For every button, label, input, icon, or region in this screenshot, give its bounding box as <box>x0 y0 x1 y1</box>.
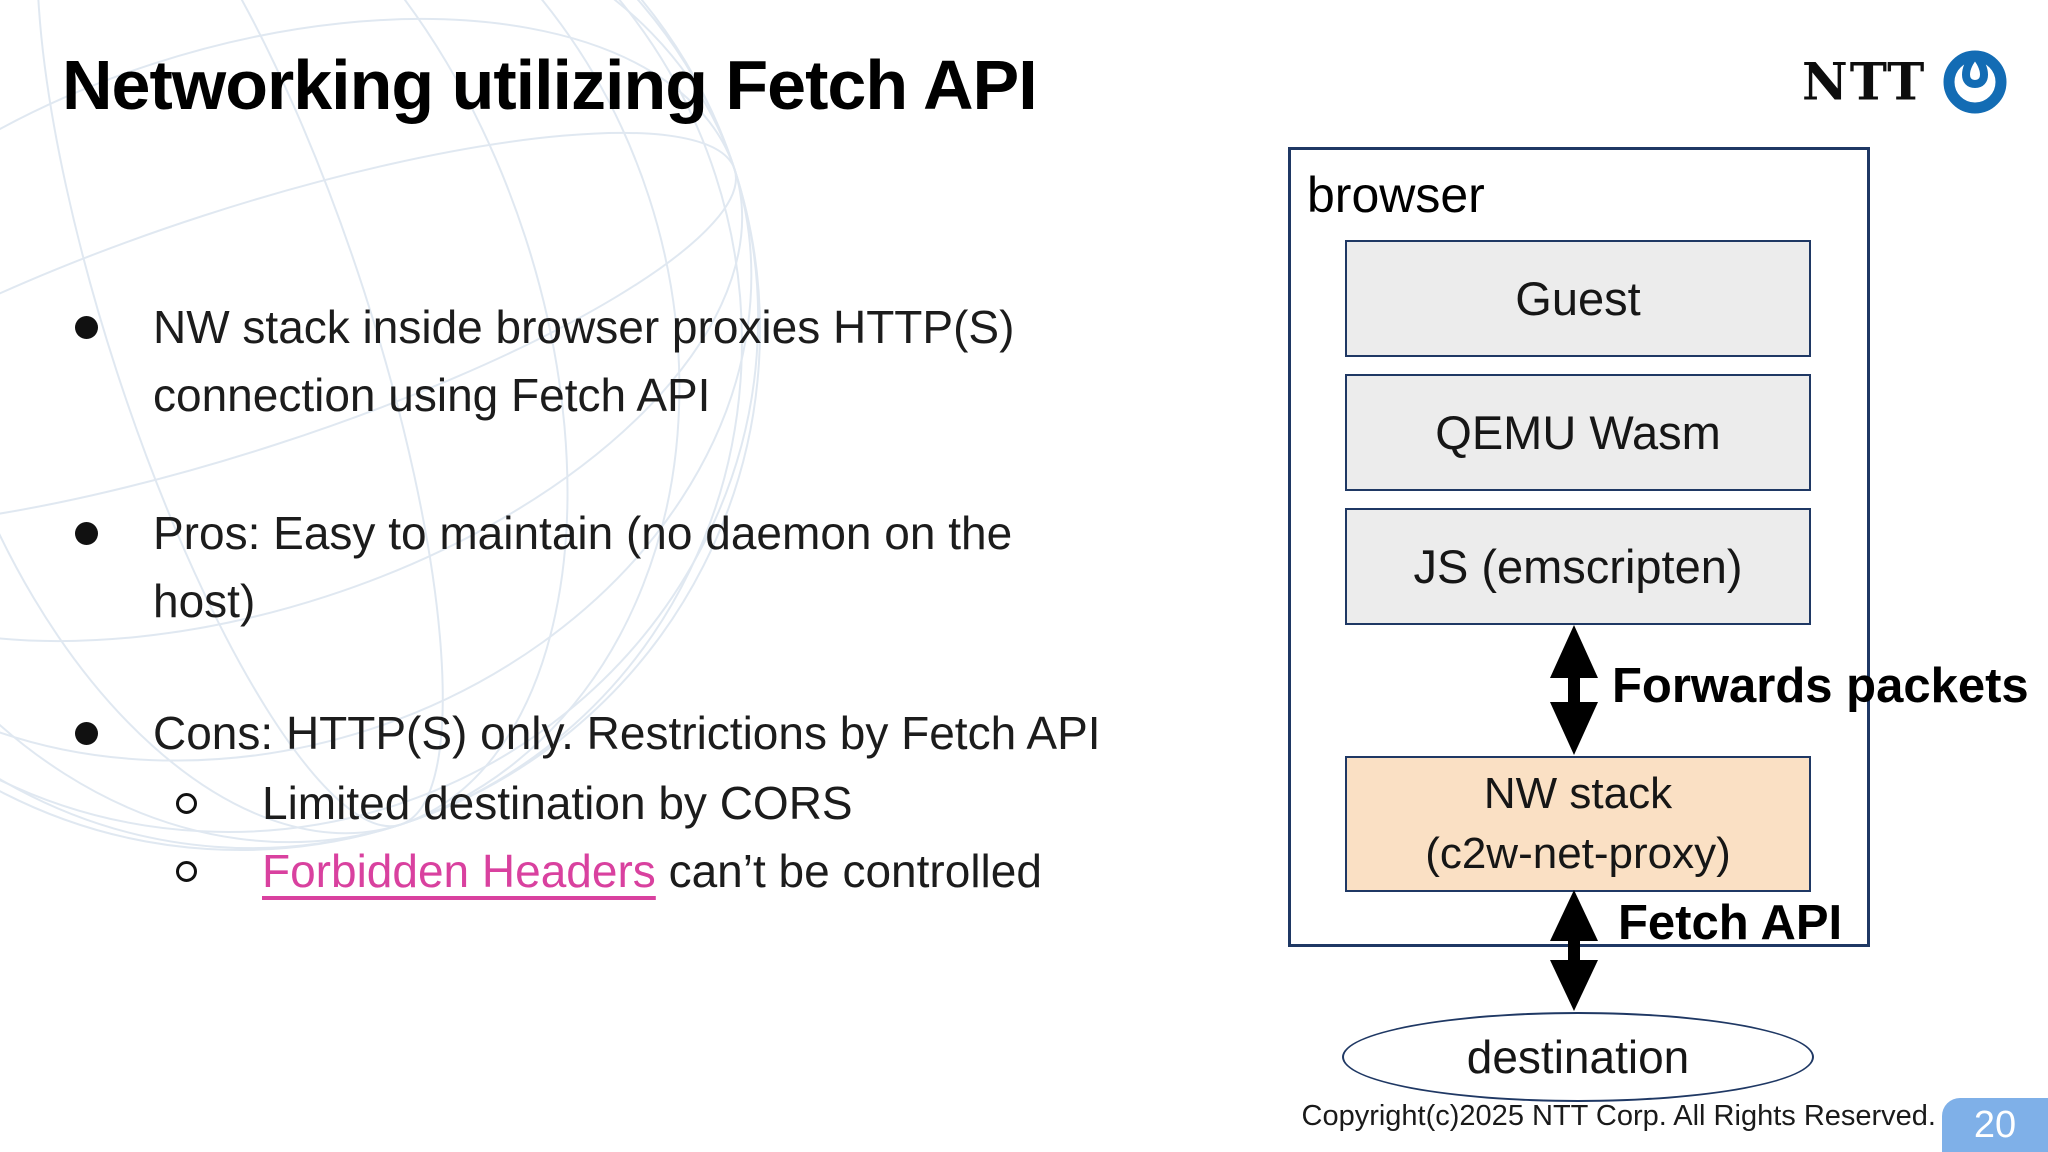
qemu-wasm-box: QEMU Wasm <box>1345 374 1811 491</box>
sub-bullet-line: Limited destination by CORS <box>262 777 853 829</box>
bullet-line: Cons: HTTP(S) only. Restrictions by Fetc… <box>153 707 1101 759</box>
bullet-line: NW stack inside browser proxies HTTP(S) <box>153 301 1015 353</box>
bullet-marker <box>64 699 153 767</box>
bullet-marker <box>64 499 153 635</box>
browser-label: browser <box>1307 167 1485 223</box>
page-title: Networking utilizing Fetch API <box>62 46 1038 124</box>
guest-box: Guest <box>1345 240 1811 357</box>
sub-bullet-marker <box>64 837 262 905</box>
bullet-line: Pros: Easy to maintain (no daemon on the <box>153 507 1013 559</box>
bullet-item-cons: Cons: HTTP(S) only. Restrictions by Fetc… <box>64 699 1304 767</box>
forbidden-headers-link[interactable]: Forbidden Headers <box>262 845 656 897</box>
sub-bullet-marker <box>64 769 262 837</box>
bullet-list: NW stack inside browser proxies HTTP(S) … <box>64 293 1304 905</box>
destination-ellipse: destination <box>1342 1012 1814 1102</box>
forwards-packets-label: Forwards packets <box>1612 659 2029 713</box>
nw-stack-box: NW stack (c2w-net-proxy) <box>1345 756 1811 892</box>
bullet-circle-icon <box>176 861 197 882</box>
bullet-dot-icon <box>75 722 98 745</box>
page-number: 20 <box>1973 1103 2017 1146</box>
fetch-api-label: Fetch API <box>1618 896 1843 950</box>
page-number-badge: 20 <box>1942 1098 2048 1152</box>
bullet-item-nw-stack: NW stack inside browser proxies HTTP(S) … <box>64 293 1304 429</box>
sub-bullet-item-forbidden-headers: Forbidden Headers can’t be controlled <box>64 837 1304 905</box>
sub-bullet-item-cors: Limited destination by CORS <box>64 769 1304 837</box>
bullet-dot-icon <box>75 316 98 339</box>
ntt-dynamic-loop-icon <box>1943 50 2007 114</box>
bullet-item-pros: Pros: Easy to maintain (no daemon on the… <box>64 499 1304 635</box>
bullet-dot-icon <box>75 522 98 545</box>
sub-bullet-list: Limited destination by CORS Forbidden He… <box>64 769 1304 905</box>
ntt-logo: NTT <box>1802 46 2008 118</box>
bullet-line: host) <box>153 575 256 627</box>
nw-stack-line: (c2w-net-proxy) <box>1425 829 1731 878</box>
nw-stack-line: NW stack <box>1483 769 1673 818</box>
js-emscripten-box: JS (emscripten) <box>1345 508 1811 625</box>
bullet-marker <box>64 293 153 429</box>
ntt-wordmark: NTT <box>1802 51 1927 112</box>
bullet-circle-icon <box>176 793 197 814</box>
sub-bullet-text: can’t be controlled <box>655 845 1042 897</box>
bullet-line: connection using Fetch API <box>153 369 711 421</box>
copyright-text: Copyright(c)2025 NTT Corp. All Rights Re… <box>1301 1100 1937 1132</box>
browser-container-box: browser Guest QEMU Wasm JS (emscripten) … <box>1288 147 1870 947</box>
sub-bullet-line: Forbidden Headers can’t be controlled <box>262 837 1042 905</box>
